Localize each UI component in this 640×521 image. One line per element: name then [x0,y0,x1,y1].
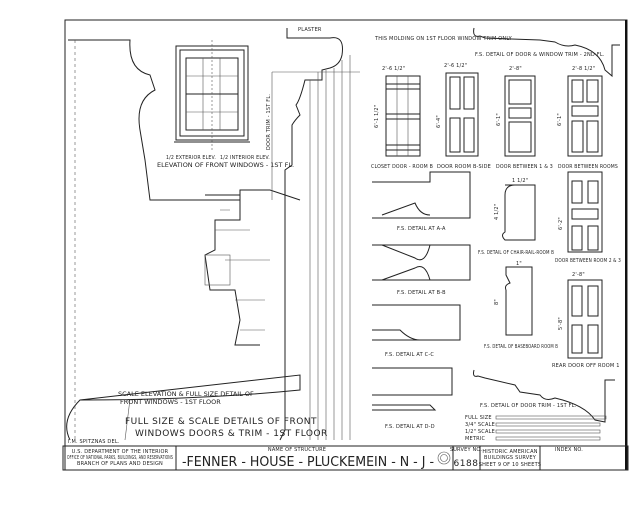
survey-number: 6188 [454,459,479,469]
sheet-number: SHEET 9 OF 10 SHEETS [479,462,542,468]
habs-line-2: BUILDINGS SURVEY [484,455,537,461]
scale-elevation-caption-2: FRONT WINDOWS - 1ST FLOOR [120,398,221,406]
scale-elevation-caption-1: SCALE ELEVATION & FULL SIZE DETAIL OF [118,390,254,398]
window-elevation-caption: ELEVATION OF FRONT WINDOWS - 1ST FL. [157,161,294,169]
door-label: REAR DOOR OFF ROOM 1 [552,363,620,369]
door-label: DOOR BETWEEN ROOM 2 & 3 [555,258,621,264]
door-width-dim: 2'-8 1/2" [572,66,595,72]
front-window-elevation [174,40,250,150]
exterior-elev-label: 1/2 EXTERIOR ELEV. [166,155,216,161]
door-between-rooms [567,75,603,157]
door-trim-note: DOOR TRIM - 1ST FL. [266,94,272,150]
detail-bb-drawing [372,244,471,281]
door-width-dim: 2'-8" [509,66,522,72]
sheet-title-line-1: FULL SIZE & SCALE DETAILS OF FRONT [125,417,317,427]
door-between-1-3 [504,75,536,157]
baseboard-caption: F.S. DETAIL OF BASEBOARD ROOM B [484,344,558,350]
molding-note: THIS MOLDING ON 1ST FLOOR WINDOW TRIM ON… [374,36,513,42]
graphic-scales: FULL SIZE 3/4" SCALE 1/2" SCALE METRIC [465,415,607,442]
delineator: I.M. SPITZNAS DEL. [68,439,120,445]
window-trim-profile-left [66,39,301,441]
door-label: CLOSET DOOR - ROOM B [371,164,433,170]
chair-rail-height-dim: 4 1/2" [494,204,500,220]
door-closet [385,75,421,157]
name-of-structure-label: NAME OF STRUCTURE [268,447,326,453]
interior-elev-label: 1/2 INTERIOR ELEV. [220,155,270,161]
door-width-dim: 2'-6 1/2" [444,63,467,69]
door-height-dim: 6'-1 1/2" [374,105,380,128]
door-room-b-side [445,72,479,157]
detail-dd-drawing [372,367,453,411]
structure-name: -FENNER - HOUSE - PLUCKEMEIN - N - J - [182,455,434,470]
agency-line-2: OFFICE OF NATIONAL PARKS, BUILDINGS, AND… [67,455,173,461]
survey-no-label: SURVEY NO. [450,447,483,453]
plaster-label: PLASTER [298,27,322,33]
door-window-trim-caption: F.S. DETAIL OF DOOR & WINDOW TRIM - 2ND … [475,52,605,58]
door-trim-profile-center [271,28,360,441]
detail-bb-caption: F.S. DETAIL AT B-B [397,290,446,296]
door-trim-caption: F.S. DETAIL OF DOOR TRIM - 1ST FL. [480,403,577,409]
chair-rail-drawing [502,184,536,241]
detail-cc-drawing [372,304,461,341]
agency-line-3: BRANCH OF PLANS AND DESIGN [77,461,163,467]
door-height-dim: 6'-2" [558,217,564,230]
door-height-dim: 6'-1" [557,113,563,126]
detail-aa-drawing [372,171,471,219]
door-width-dim: 2'-6 1/2" [382,66,405,72]
habs-line-1: HISTORIC AMERICAN [482,449,537,455]
door-height-dim: 6'-4" [436,115,442,128]
scale-label-full-size: FULL SIZE [465,415,492,421]
door-label: DOOR BETWEEN 1 & 3 [496,164,553,170]
door-height-dim: 5'-8" [558,317,564,330]
door-label: DOOR ROOM B-SIDE [437,164,491,170]
index-no-label: INDEX NO. [555,447,583,453]
scale-label-b: 1/2" SCALE [465,429,495,435]
detail-cc-caption: F.S. DETAIL AT C-C [385,352,434,358]
scale-label-metric: METRIC [465,436,485,442]
baseboard-height-dim: 8" [494,299,500,305]
door-label: DOOR BETWEEN ROOMS [558,164,618,170]
agency-line-1: U.S. DEPARTMENT OF THE INTERIOR [72,449,169,455]
sheet-title-line-2: WINDOWS DOORS & TRIM - 1ST FLOOR [135,429,328,439]
door-trim-profile [473,369,615,423]
door-height-dim: 6'-1" [496,113,502,126]
door-window-trim-profile [473,27,620,78]
detail-dd-caption: F.S. DETAIL AT D-D [385,424,435,430]
chair-rail-caption: F.S. DETAIL OF CHAIR-RAIL-ROOM B [478,250,554,256]
baseboard-width-dim: 1" [516,261,522,267]
door-between-room-2-3 [567,171,603,253]
chair-rail-width-dim: 1 1/2" [512,178,528,184]
door-width-dim: 2'-8" [572,272,585,278]
door-rear-room-1 [567,279,603,359]
baseboard-drawing [505,266,533,336]
title-block [62,445,629,471]
detail-aa-caption: F.S. DETAIL AT A-A [397,226,446,232]
scale-label-a: 3/4" SCALE [465,422,495,428]
